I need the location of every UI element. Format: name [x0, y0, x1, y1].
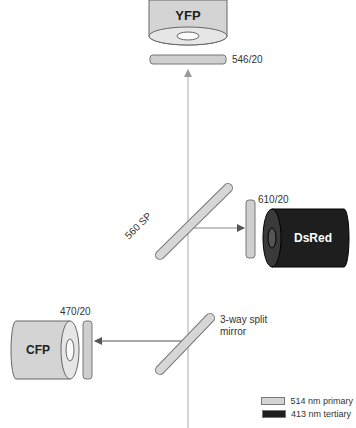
detector-body [149, 0, 227, 45]
light-beam [188, 70, 189, 428]
light-beam [95, 340, 184, 341]
filter [83, 321, 92, 379]
split-mirror [160, 318, 210, 370]
legend-swatch [261, 397, 285, 405]
legend-text: 514 nm primary [290, 396, 353, 406]
detector-aperture [268, 228, 276, 248]
detector-label: CFP [26, 343, 50, 357]
legend-text: 413 nm tertiary [291, 409, 351, 419]
dichroic-mirror [160, 188, 228, 255]
filter [150, 55, 226, 64]
mirror-label: 3-way split mirror [220, 314, 270, 337]
detector-window [149, 27, 227, 45]
mirror-label: 560 SP [122, 210, 153, 241]
legend-swatch [262, 410, 286, 418]
light-beam [192, 228, 244, 229]
detector-label: DsRed [294, 231, 332, 245]
detector-label: YFP [175, 8, 200, 23]
split-mirror [160, 318, 210, 370]
detector-body [272, 209, 349, 267]
detector: YFP [148, 0, 228, 46]
filter-label: 470/20 [60, 306, 91, 318]
filter-label: 610/20 [258, 194, 289, 206]
detector-aperture [177, 32, 199, 40]
filter-label: 546/20 [232, 54, 263, 66]
detector: CFP [10, 320, 80, 380]
detector-window [263, 209, 281, 267]
detector-window [61, 321, 79, 379]
detector-aperture [66, 339, 74, 361]
detector-outline [148, 0, 228, 46]
detector: DsRed [262, 208, 350, 268]
dichroic-mirror [160, 188, 228, 255]
filter [246, 200, 255, 258]
